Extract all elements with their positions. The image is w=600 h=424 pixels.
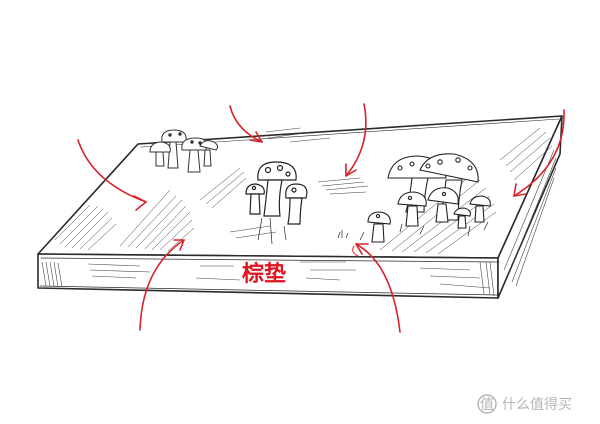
arrow-bottom-left: [139, 239, 185, 331]
mushroom-group-right: [337, 153, 491, 243]
arrow-top-center: [345, 103, 367, 177]
side-face-hatching: [503, 149, 557, 287]
arrow-small: [352, 245, 359, 257]
mat-label: 棕垫: [242, 261, 286, 287]
arrow-top-left: [229, 105, 263, 143]
watermark-text: 什么值得买: [502, 396, 572, 413]
watermark-badge: 值: [480, 397, 494, 413]
mushroom-pair-center: [245, 161, 308, 245]
surface-hatching: [54, 127, 553, 255]
red-arrows: [77, 103, 565, 333]
arrow-right: [513, 109, 565, 197]
watermark: 值 什么值得买: [477, 394, 572, 414]
arrow-bottom-center: [355, 243, 401, 333]
mushroom-cluster-back: [149, 129, 219, 173]
arrow-left: [77, 139, 147, 211]
watermark-badge-icon: [477, 394, 497, 414]
front-face-hatching: [41, 261, 495, 297]
